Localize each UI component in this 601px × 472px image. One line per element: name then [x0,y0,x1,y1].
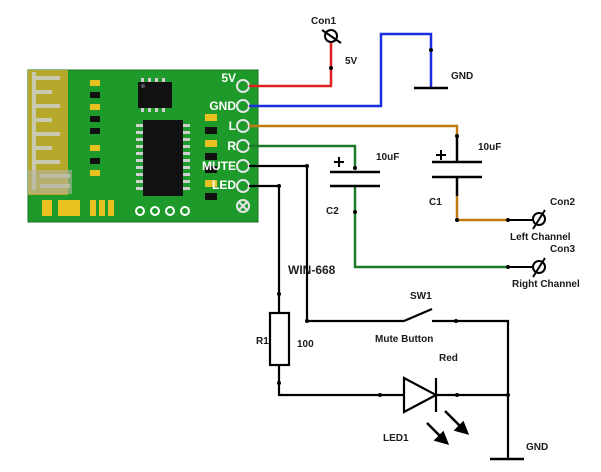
con3-ref: Con3 [550,244,575,255]
pin-label-r: R [227,139,236,153]
con2-ref: Con2 [550,197,575,208]
wire-left [249,124,459,136]
pin-label-gnd: GND [209,99,236,113]
led1-diode [402,376,439,414]
c2-value: 10uF [376,152,399,163]
c1-ref: C1 [429,197,442,208]
main-ic [136,120,190,196]
r1-ref: R1 [256,336,269,347]
gnd-bottom-label: GND [526,442,548,453]
con1-ref: Con1 [311,16,336,27]
r1-value: 100 [297,339,314,350]
sw1-ref: SW1 [410,291,432,302]
wire-gnd [249,32,433,108]
con1-connector [321,29,342,44]
sw1-switch [380,307,456,323]
led1-light-arrows [426,410,470,445]
con2-value: Left Channel [510,232,571,243]
wire-r1-led [277,365,404,397]
wire-sw-gnd [456,319,510,458]
con2-connector [508,209,546,230]
led1-value: Red [439,353,458,364]
pin-label-mute: MUTE [202,159,236,173]
con1-value: 5V [345,56,358,67]
con3-value: Right Channel [512,279,580,290]
wire-5v [249,42,333,88]
pin-label-5v: 5V [221,71,236,85]
c2-capacitor [330,157,380,188]
small-ic [138,78,172,112]
c1-capacitor [432,136,482,196]
wire-mute [249,164,380,323]
led1-ref: LED1 [383,433,409,444]
module-title: WIN-668 [288,263,336,277]
c2-ref: C2 [326,206,339,217]
sw1-value: Mute Button [375,334,433,345]
wire-right [249,144,357,168]
pin-label-l: L [229,119,236,133]
pin-nc-x [238,201,248,211]
smd-pads [42,80,217,216]
pin-label-led: LED [212,178,236,192]
gnd-top-label: GND [451,71,473,82]
bottom-pads [135,206,190,216]
win-668-module: 5V GND L R MUTE LED [27,69,259,223]
wire-left-out [455,196,508,222]
c1-value: 10uF [478,142,501,153]
con3-connector [508,257,546,278]
antenna-base [28,170,72,194]
r1-resistor [268,311,291,367]
